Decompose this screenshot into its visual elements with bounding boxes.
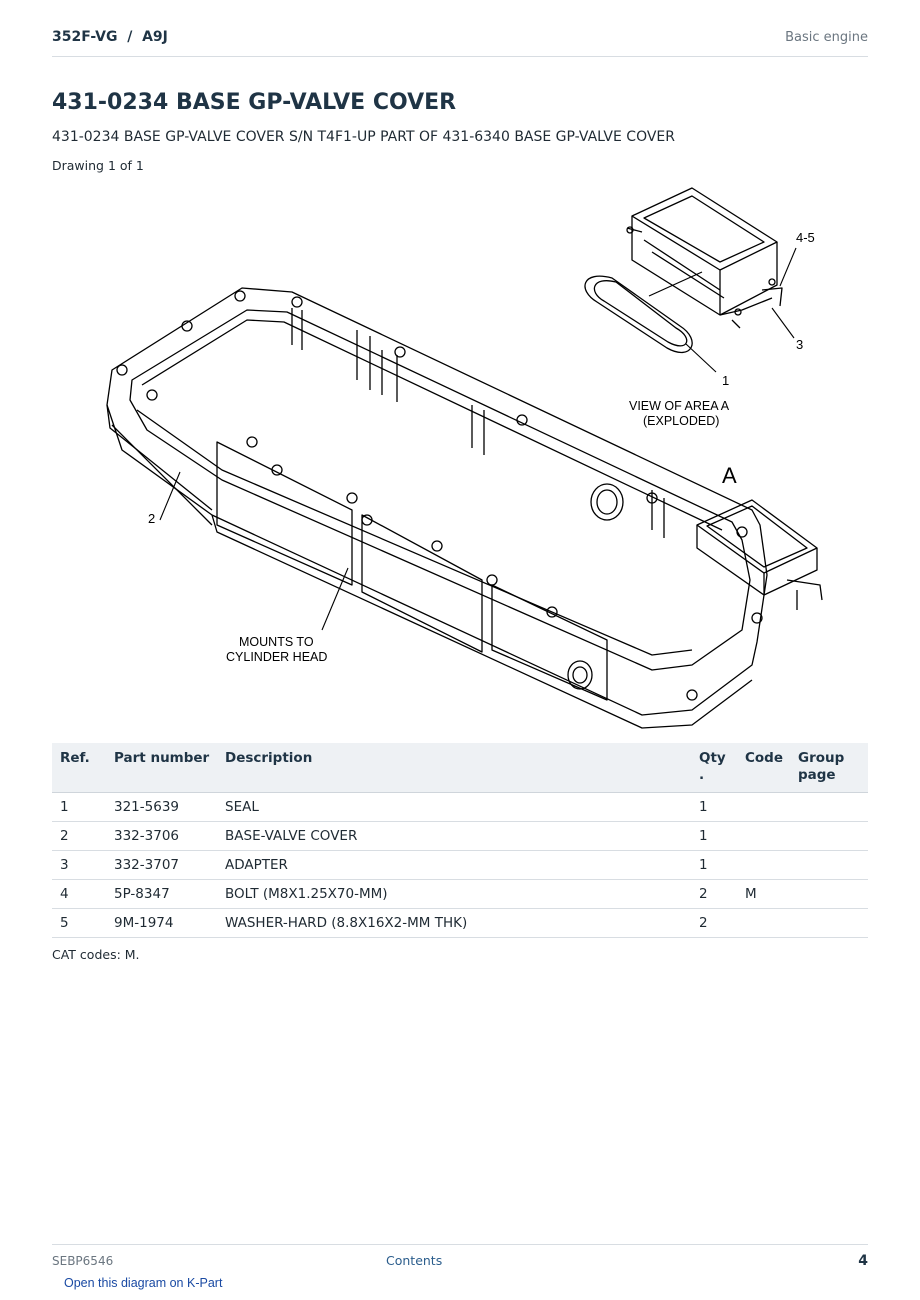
parts-table: Ref. Part number Description Qty. Code G… (52, 743, 868, 938)
row-code: M (737, 879, 790, 909)
page-footer: SEBP6546 Contents 4 (52, 1244, 868, 1275)
page-title: 431-0234 BASE GP-VALVE COVER (52, 90, 457, 115)
row-group-page (790, 821, 868, 851)
row-code (737, 792, 790, 822)
row-description: ADAPTER (217, 850, 691, 880)
mount-label-line2: CYLINDER HEAD (226, 650, 327, 664)
callout-area-a: A (722, 463, 737, 488)
col-qty: Qty. (691, 743, 737, 793)
row-code (737, 908, 790, 938)
contents-link[interactable]: Contents (386, 1253, 443, 1268)
row-code (737, 850, 790, 880)
callout-3: 3 (796, 337, 803, 352)
table-row: 3 332-3707 ADAPTER 1 (52, 850, 868, 880)
row-ref: 5 (52, 908, 106, 938)
section-label: Basic engine (785, 30, 868, 45)
row-code (737, 821, 790, 851)
row-part-number: 332-3706 (106, 821, 217, 851)
row-qty: 1 (691, 792, 737, 822)
col-description: Description (217, 743, 691, 793)
model-label: 352F-VG / A9J (52, 29, 168, 45)
col-code: Code (737, 743, 790, 793)
parts-diagram-drawing: 4-5 3 1 2 A VIEW OF AREA A (EXPLODED) MO… (106, 187, 823, 729)
col-qty-line1: Qty (699, 750, 726, 766)
col-ref: Ref. (52, 743, 106, 793)
document-id: SEBP6546 (52, 1254, 114, 1268)
page-subtitle: 431-0234 BASE GP-VALVE COVER S/N T4F1-UP… (52, 129, 675, 145)
table-row: 2 332-3706 BASE-VALVE COVER 1 (52, 821, 868, 851)
callout-2: 2 (148, 511, 155, 526)
table-row: 4 5P-8347 BOLT (M8X1.25X70-MM) 2 M (52, 879, 868, 909)
row-description: SEAL (217, 792, 691, 822)
row-ref: 1 (52, 792, 106, 822)
row-part-number: 332-3707 (106, 850, 217, 880)
row-group-page (790, 792, 868, 822)
view-label-line1: VIEW OF AREA A (629, 399, 730, 413)
mount-label-line1: MOUNTS TO (239, 635, 314, 649)
row-qty: 2 (691, 908, 737, 938)
table-header-row: Ref. Part number Description Qty. Code G… (52, 743, 868, 793)
page-header: 352F-VG / A9J Basic engine (52, 26, 868, 57)
table-row: 1 321-5639 SEAL 1 (52, 792, 868, 822)
row-group-page (790, 908, 868, 938)
col-group-line1: Group (798, 750, 845, 766)
row-ref: 3 (52, 850, 106, 880)
drawing-count: Drawing 1 of 1 (52, 158, 144, 173)
cat-codes-note: CAT codes: M. (52, 947, 140, 962)
parts-diagram: 4-5 3 1 2 A VIEW OF AREA A (EXPLODED) MO… (52, 180, 868, 730)
page-number: 4 (858, 1253, 868, 1269)
col-group-line2: page (798, 767, 836, 783)
row-qty: 1 (691, 850, 737, 880)
row-group-page (790, 850, 868, 880)
table-row: 5 9M-1974 WASHER-HARD (8.8X16X2-MM THK) … (52, 908, 868, 938)
view-label-line2: (EXPLODED) (643, 414, 719, 428)
row-description: WASHER-HARD (8.8X16X2-MM THK) (217, 908, 691, 938)
callout-4-5: 4-5 (796, 230, 815, 245)
row-description: BOLT (M8X1.25X70-MM) (217, 879, 691, 909)
row-group-page (790, 879, 868, 909)
row-qty: 1 (691, 821, 737, 851)
col-part-number: Part number (106, 743, 217, 793)
kpart-link[interactable]: Open this diagram on K-Part (64, 1276, 223, 1290)
row-ref: 4 (52, 879, 106, 909)
row-ref: 2 (52, 821, 106, 851)
row-part-number: 9M-1974 (106, 908, 217, 938)
row-part-number: 321-5639 (106, 792, 217, 822)
col-qty-line2: . (699, 767, 705, 783)
row-qty: 2 (691, 879, 737, 909)
row-part-number: 5P-8347 (106, 879, 217, 909)
callout-1: 1 (722, 373, 729, 388)
row-description: BASE-VALVE COVER (217, 821, 691, 851)
